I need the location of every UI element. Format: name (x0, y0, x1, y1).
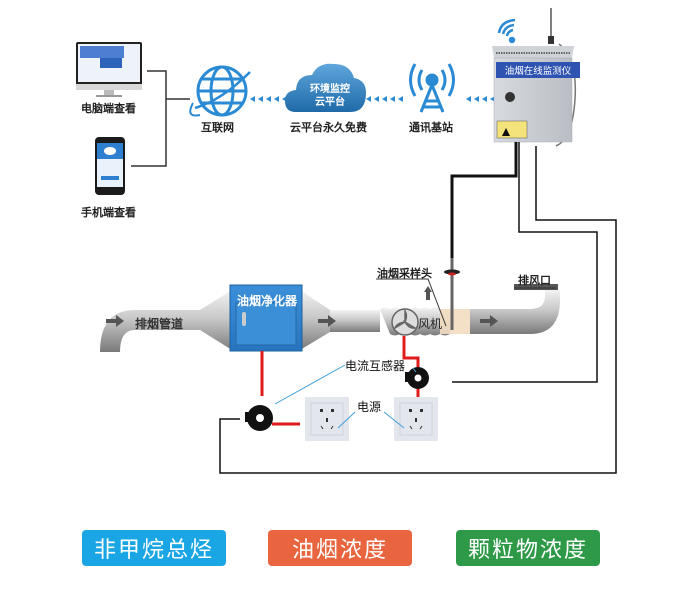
pc-label: 电脑端查看 (81, 102, 136, 115)
fan-label: 风机 (418, 317, 443, 331)
duct-label: 排烟管道 (135, 317, 184, 331)
sampling-head-leader (376, 278, 447, 327)
internet-label: 互联网 (201, 121, 234, 134)
purifier-ct-signal-wire (219, 146, 617, 474)
ct-leader-2 (412, 367, 417, 373)
sampling-head-label: 油烟采样头 (377, 267, 432, 280)
sampling-probe-icon (444, 258, 460, 330)
exhaust-outlet (514, 284, 558, 290)
ct-leader-1 (274, 364, 346, 405)
current-transformer-label: 电流互感器 (345, 359, 406, 373)
base-station-label: 通讯基站 (409, 121, 453, 134)
mobile-phone-icon (95, 137, 125, 195)
data-flow-arrows-2 (366, 96, 403, 102)
power-socket-icon-2 (394, 397, 438, 441)
cloud-caption: 云平台永久免费 (290, 121, 367, 134)
cloud-icon (285, 63, 366, 112)
fan-icon (391, 308, 419, 336)
mobile-label: 手机端查看 (81, 206, 136, 219)
purifier-label: 油烟净化器 (236, 294, 297, 308)
current-transformer-icon-1 (245, 405, 273, 431)
cloud-platform-name: 环境监控 云平台 (300, 83, 360, 109)
wifi-icon (497, 18, 516, 44)
globe-icon (189, 65, 251, 117)
fan-ct-signal-wire (452, 142, 598, 383)
badge-nmhc: 非甲烷总烃 (82, 530, 226, 566)
pc-phone-link-line (131, 70, 167, 167)
cloud-line-1: 环境监控 (310, 84, 350, 95)
power-leader-2 (383, 411, 405, 429)
monitor-device-label: 油烟在线监测仪 (496, 62, 580, 78)
base-station-icon (409, 63, 455, 113)
current-transformer-icon-2 (405, 367, 429, 389)
exhaust-outlet-label: 排风口 (518, 274, 551, 287)
flow-arrows (106, 286, 498, 327)
cloud-line-2: 云平台 (315, 97, 345, 108)
warning-label (496, 120, 528, 139)
data-flow-arrows-3 (466, 96, 495, 102)
power-leader-1 (337, 411, 356, 429)
power-source-label: 电源 (357, 400, 382, 414)
sampling-cable (450, 142, 518, 258)
pc-monitor-icon (76, 42, 142, 97)
badge-particulate: 颗粒物浓度 (456, 530, 600, 566)
power-socket-icon-1 (305, 397, 349, 441)
sampling-section (440, 309, 470, 334)
fan-power-wire (402, 336, 420, 372)
badge-oil-fume: 油烟浓度 (268, 530, 412, 566)
